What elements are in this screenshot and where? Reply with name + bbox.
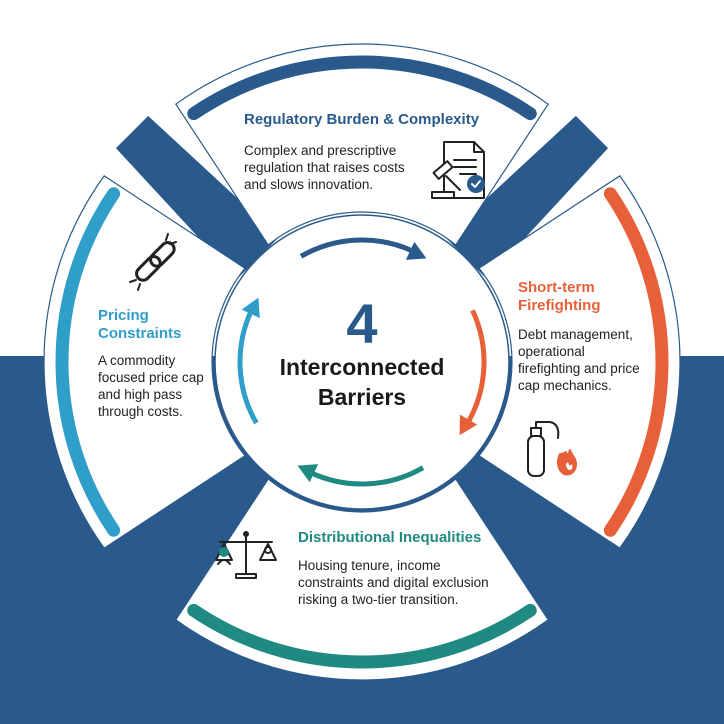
bottom-segment-arc — [187, 603, 537, 669]
fire-extinguisher-icon — [527, 421, 577, 477]
regulation-gavel-document-icon — [431, 141, 485, 199]
arrow-top-head — [405, 241, 427, 260]
center-circle — [224, 224, 500, 500]
separator-4 — [444, 115, 609, 280]
firefighting-body-line-4: cap mechanics. — [518, 378, 612, 393]
firefighting-body-line-3: firefighting and price — [518, 361, 640, 376]
top-segment-arc — [187, 55, 537, 121]
center-number: 4 — [346, 292, 378, 355]
pricing-body-line-3: and high pass — [98, 387, 183, 402]
arrow-right — [465, 309, 487, 425]
pricing-body-line-1: A commodity — [98, 353, 176, 368]
arrow-bottom-head — [297, 464, 319, 483]
quadrant-separators — [115, 115, 609, 609]
firefighting-body-line-2: operational — [518, 344, 585, 359]
pricing-body-line-2: focused price cap — [98, 370, 204, 385]
pricing-title-line-2: Constraints — [98, 325, 182, 342]
firefighting-title-line-2: Firefighting — [518, 297, 601, 314]
right-segment — [478, 175, 681, 549]
separator-3 — [115, 115, 280, 280]
pricing-body-line-4: through costs. — [98, 404, 183, 419]
center-title-line-1: Interconnected — [279, 354, 445, 380]
separator-2 — [115, 444, 280, 609]
regulatory-title: Regulatory Burden & Complexity — [244, 111, 480, 128]
regulatory-body-line-1: Complex and prescriptive — [244, 143, 397, 158]
distributional-body-line-2: constraints and digital exclusion — [298, 575, 489, 590]
firefighting-body-line-1: Debt management, — [518, 327, 633, 342]
balance-scale-people-icon — [215, 531, 277, 579]
quadrant-segments — [43, 43, 681, 681]
regulatory-body-line-3: and slows innovation. — [244, 177, 374, 192]
left-segment — [43, 175, 246, 549]
firefighting-title-line-1: Short-term — [518, 279, 595, 296]
distributional-title: Distributional Inequalities — [298, 529, 482, 546]
pricing-title-line-1: Pricing — [98, 307, 149, 324]
arrow-right-head — [459, 414, 478, 436]
cycle-arrows — [237, 237, 487, 487]
left-segment-arc — [55, 187, 121, 537]
right-segment-arc — [603, 187, 669, 537]
arrow-top — [299, 237, 415, 259]
bottom-segment — [175, 478, 549, 681]
separator-1 — [444, 444, 609, 609]
broken-chain-icon — [129, 233, 177, 291]
arrow-left — [237, 309, 259, 425]
distributional-body-line-3: risking a two-tier transition. — [298, 592, 459, 607]
arrow-bottom — [309, 465, 425, 487]
regulatory-body-line-2: regulation that raises costs — [244, 160, 405, 175]
top-segment — [175, 43, 549, 246]
arrow-left-head — [241, 297, 260, 319]
distributional-body-line-1: Housing tenure, income — [298, 558, 441, 573]
center-title-line-2: Barriers — [317, 384, 407, 410]
